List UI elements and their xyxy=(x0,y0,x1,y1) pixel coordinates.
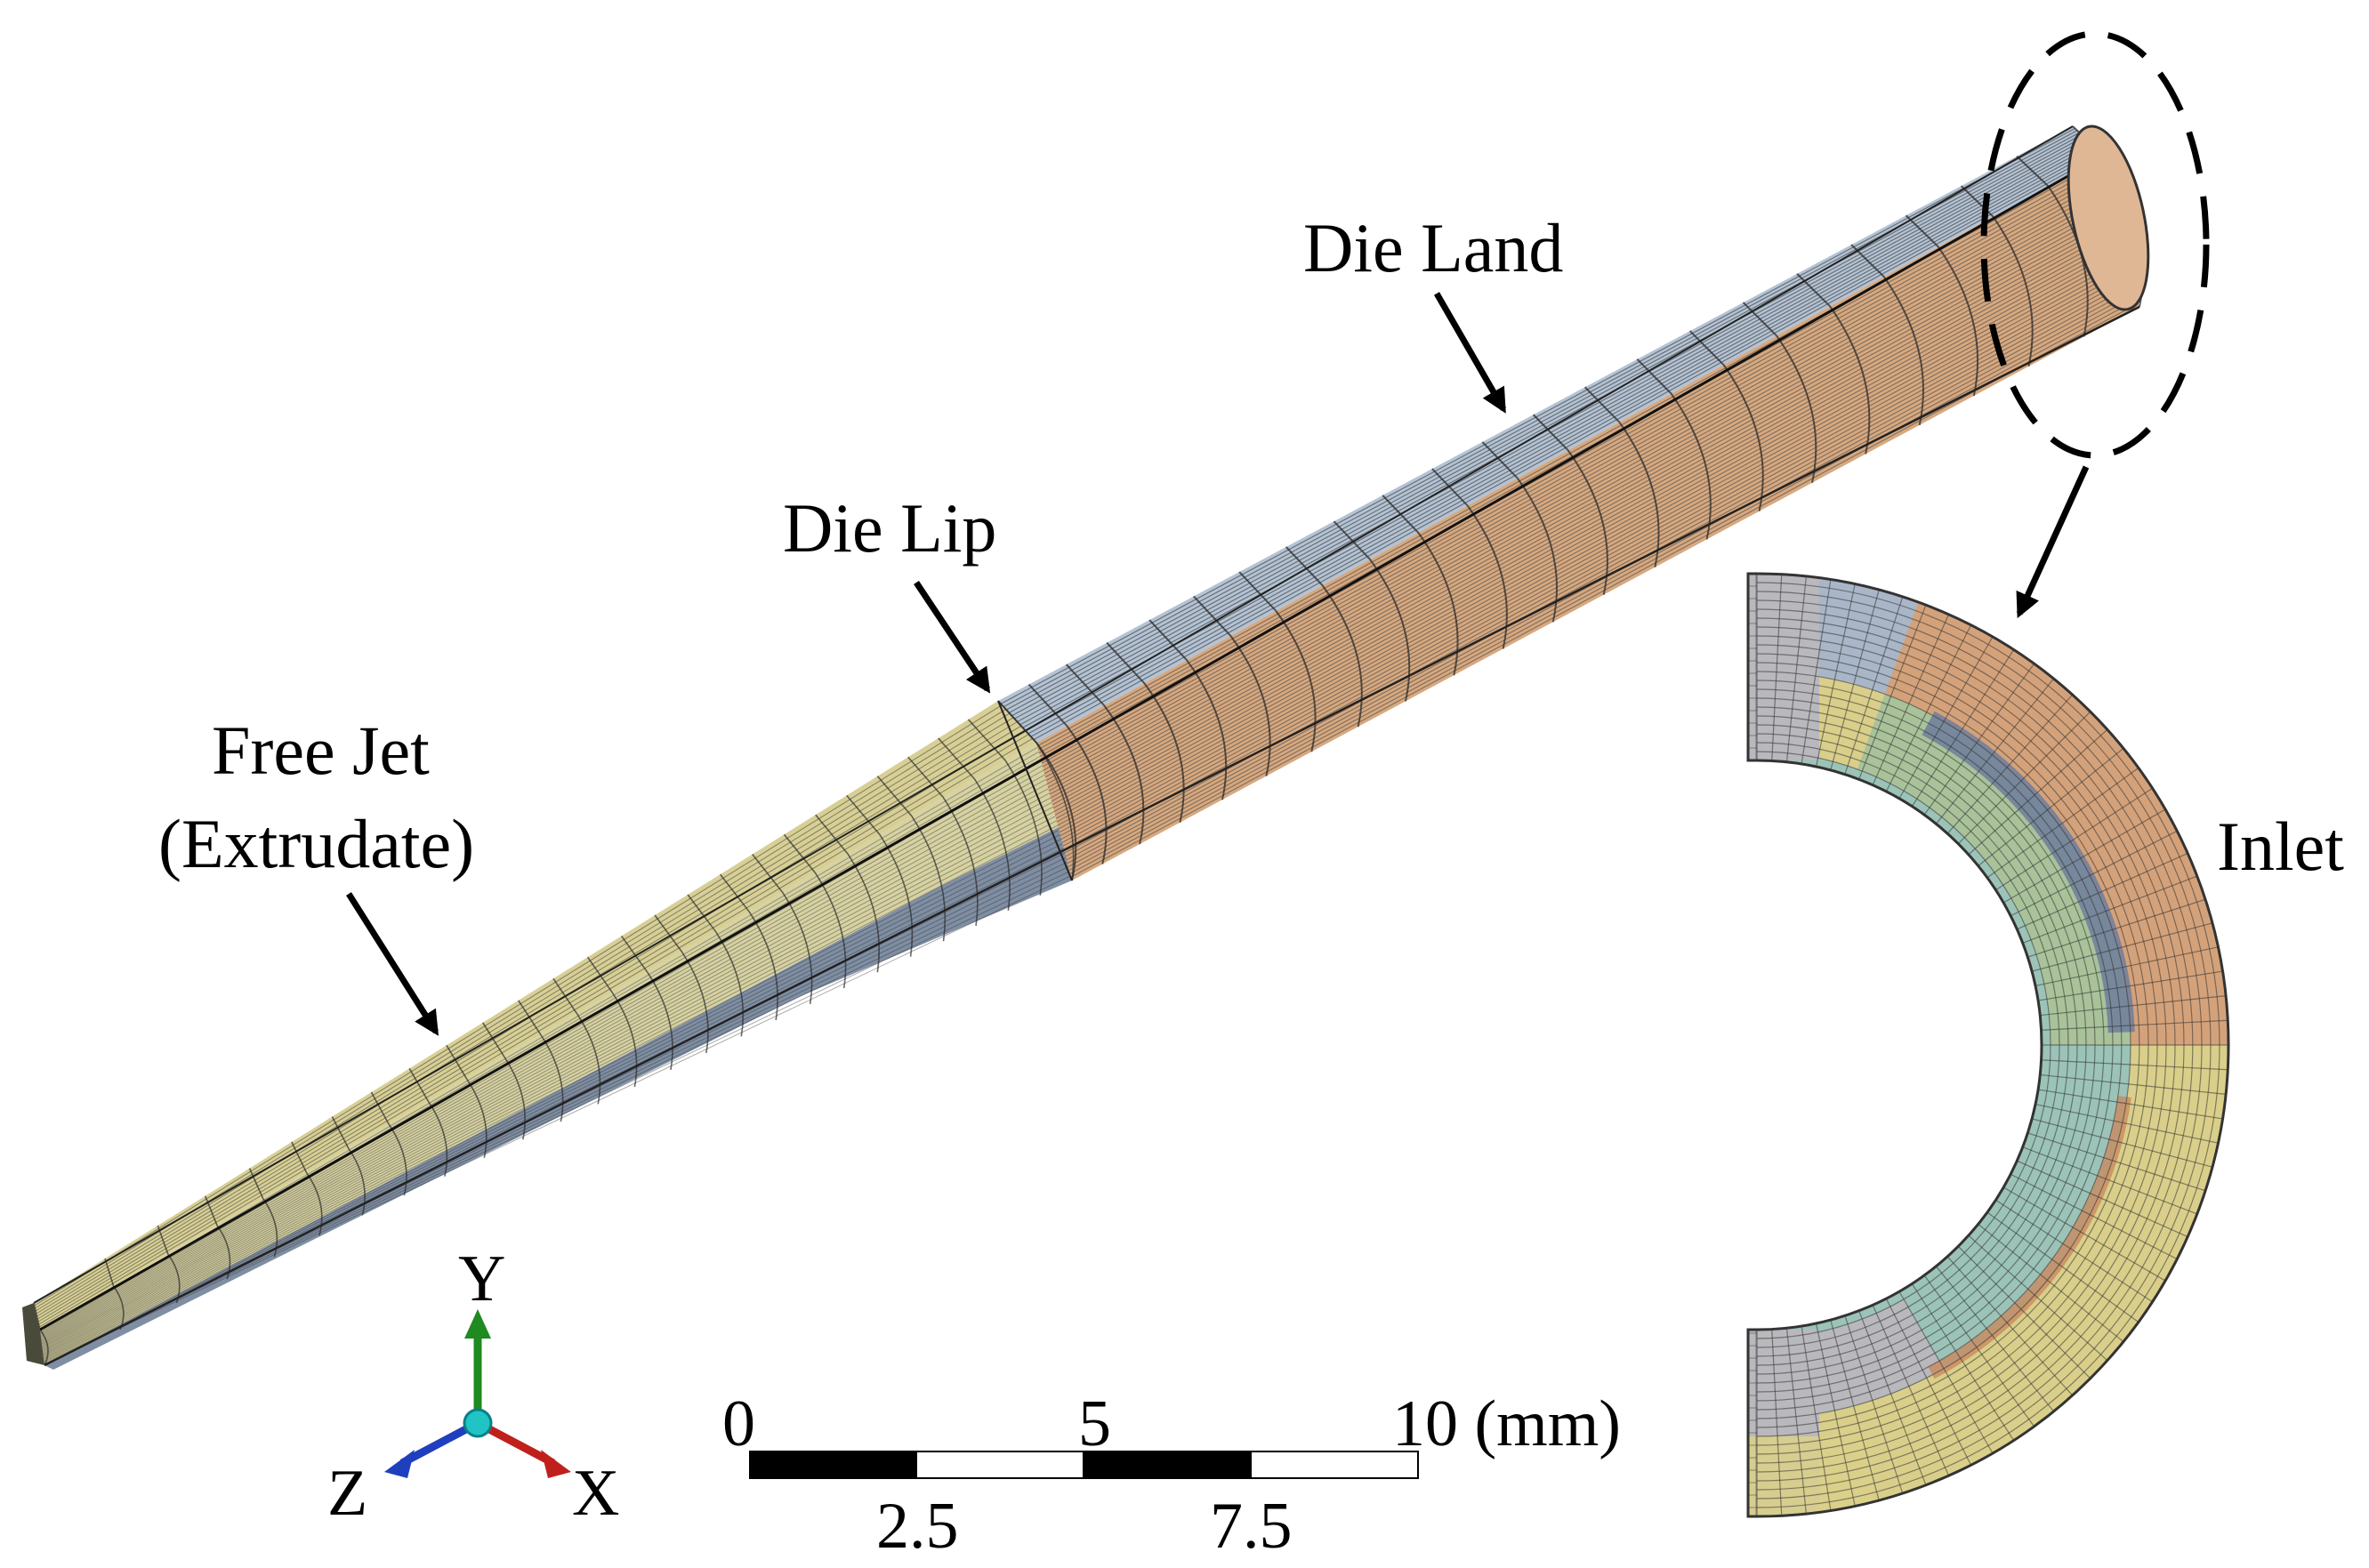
label-die-lip: Die Lip xyxy=(783,489,996,567)
scale-segment-1 xyxy=(749,1451,917,1479)
free-jet-underside xyxy=(44,827,1072,1370)
scale-tick-7-5: 7.5 xyxy=(1210,1490,1293,1563)
die-land-top-face xyxy=(998,126,2104,743)
x-axis-label: X xyxy=(572,1457,619,1530)
coordinate-triad: Y Z X xyxy=(327,1242,619,1530)
y-axis-head xyxy=(464,1309,491,1339)
free-jet-tip xyxy=(22,1303,44,1365)
scale-tick-0: 0 xyxy=(722,1387,755,1460)
scale-segment-2 xyxy=(915,1451,1084,1479)
arrow-die-lip xyxy=(914,581,991,694)
scale-segment-3 xyxy=(1083,1451,1252,1479)
mesh-lines xyxy=(33,125,2145,1367)
scale-segment-4 xyxy=(1250,1451,1419,1479)
free-jet-side-face xyxy=(40,743,1059,1365)
label-inlet: Inlet xyxy=(2217,808,2344,885)
y-axis-label: Y xyxy=(458,1242,505,1315)
scale-bar: 0 5 10 (mm) 2.5 7.5 xyxy=(722,1387,1621,1563)
arrow-die-land xyxy=(1433,292,1507,414)
triad-origin xyxy=(463,1408,493,1438)
arrow-inlet xyxy=(2016,465,2090,619)
scale-tick-10: 10 (mm) xyxy=(1392,1387,1621,1460)
free-jet-top-face xyxy=(34,701,1036,1330)
inlet-highlight-ellipse xyxy=(1980,30,2210,459)
label-free-jet-line1: Free Jet xyxy=(212,712,430,789)
inlet-cross-section xyxy=(1746,572,2230,1518)
scale-tick-5: 5 xyxy=(1078,1387,1111,1460)
x-axis-head xyxy=(541,1450,571,1478)
die-land-inlet-face xyxy=(2067,125,2150,311)
z-axis-label: Z xyxy=(327,1457,367,1530)
label-die-land: Die Land xyxy=(1303,209,1563,286)
extrusion-mesh xyxy=(22,125,2150,1370)
scale-tick-2-5: 2.5 xyxy=(876,1490,959,1563)
label-free-jet-line2: (Extrudate) xyxy=(158,805,474,882)
z-axis-head xyxy=(384,1450,415,1478)
die-land-side-face xyxy=(1036,156,2139,880)
arrow-free-jet xyxy=(346,892,439,1036)
